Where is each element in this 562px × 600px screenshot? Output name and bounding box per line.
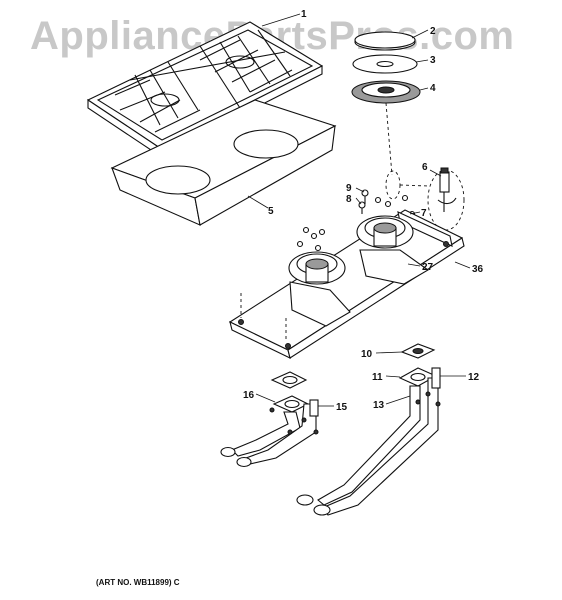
- callout-13: 13: [373, 400, 385, 411]
- callout-7: 7: [421, 208, 427, 219]
- right-burner-tubes: [296, 343, 441, 516]
- drip-tray: [110, 99, 337, 226]
- callout-5: 5: [268, 206, 274, 217]
- callout-10: 10: [361, 349, 373, 360]
- burner-cap-2: [354, 31, 416, 51]
- callout-16: 16: [243, 390, 255, 401]
- burner-box: [228, 209, 465, 360]
- callout-8: 8: [346, 194, 352, 205]
- callout-3: 3: [430, 55, 436, 66]
- callout-36: 36: [472, 264, 484, 275]
- callout-1: 1: [301, 9, 307, 20]
- art-number: (ART NO. WB11899) C: [96, 578, 180, 587]
- left-burner-tubes: [220, 371, 319, 468]
- callout-12: 12: [468, 372, 480, 383]
- callout-15: 15: [336, 402, 348, 413]
- leader-lines: [247, 13, 471, 407]
- callout-2: 2: [430, 26, 436, 37]
- callout-27: 27: [422, 262, 434, 273]
- callout-9: 9: [346, 183, 352, 194]
- callout-4: 4: [430, 83, 436, 94]
- callout-11: 11: [372, 372, 383, 383]
- callout-labels: 1 2 3 4 5 6 7 8 9 10 11 12 13 15 16 27 3…: [243, 9, 484, 413]
- burner-cap-3: [352, 54, 418, 74]
- callout-6: 6: [422, 162, 428, 173]
- burner-head-4: [351, 80, 421, 104]
